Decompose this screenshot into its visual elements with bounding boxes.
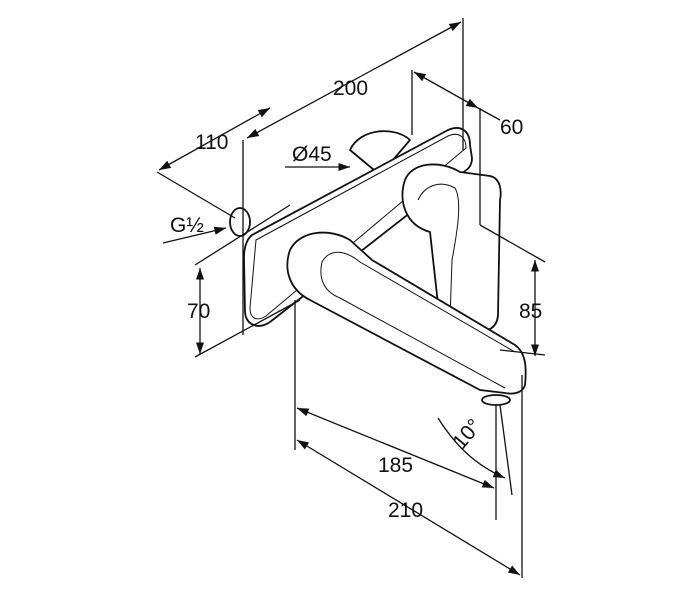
dim-200-line xyxy=(246,21,462,139)
dim-diameter-label: Ø45 xyxy=(292,143,332,166)
faucet-body xyxy=(229,127,527,406)
angle-label: 10° xyxy=(448,415,486,454)
dim-85-label: 85 xyxy=(519,300,542,323)
angle-arc xyxy=(437,417,506,479)
dim-110-label: 110 xyxy=(195,131,228,154)
dimension-lines xyxy=(158,21,540,576)
thread-leader xyxy=(162,226,227,244)
spout xyxy=(286,231,527,395)
dim-70-label: 70 xyxy=(187,300,210,323)
dim-185-label: 185 xyxy=(378,454,413,477)
dim-110-line xyxy=(158,107,271,171)
dim-210-label: 210 xyxy=(388,499,423,522)
thread-label: G½ xyxy=(170,214,204,237)
dim-60-line xyxy=(413,71,479,109)
handle xyxy=(401,163,502,332)
dim-60-label: 60 xyxy=(500,116,523,139)
dim-200-label: 200 xyxy=(333,77,368,100)
aerator xyxy=(481,394,511,406)
dim-210-line xyxy=(296,439,521,576)
